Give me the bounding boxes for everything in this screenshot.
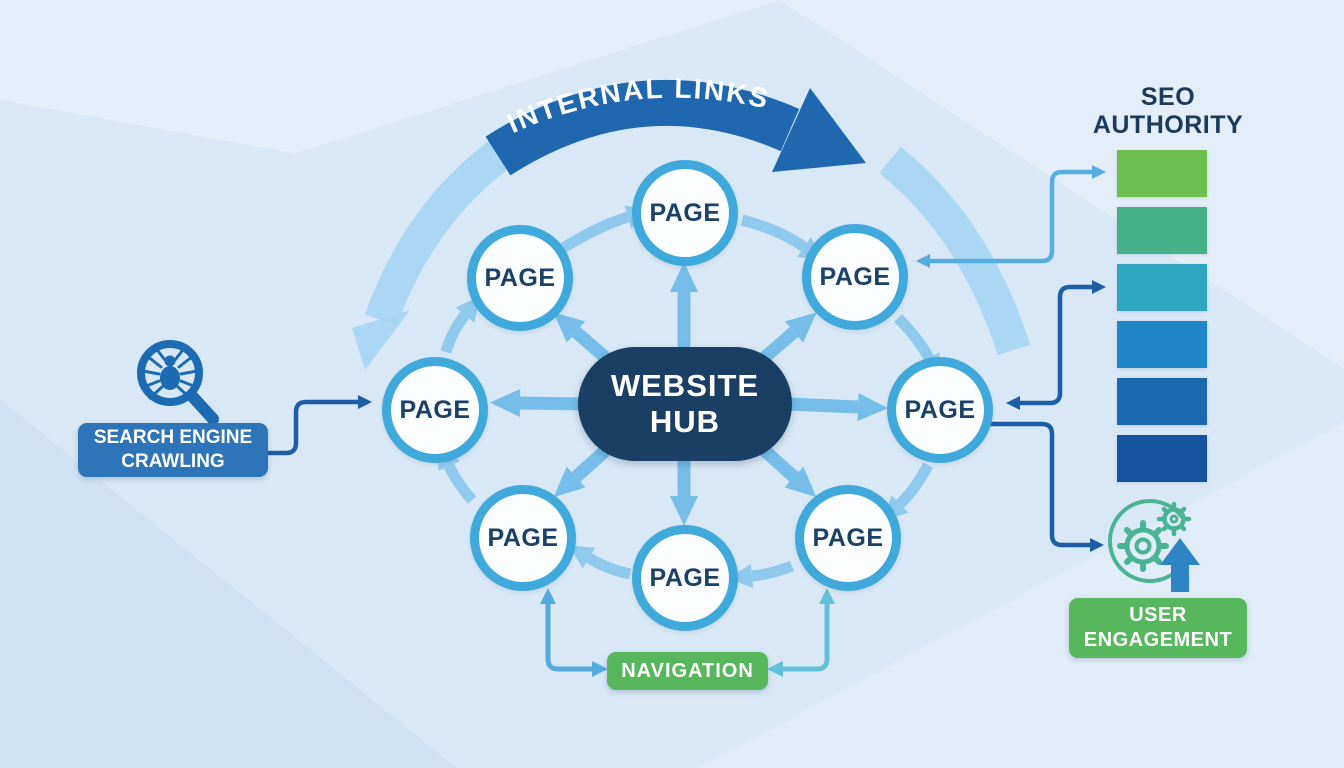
- page-node-left: PAGE: [382, 357, 488, 463]
- navigation-label: NAVIGATION: [607, 652, 768, 690]
- hub-label-line2: HUB: [649, 404, 721, 439]
- navigation-label-text: NAVIGATION: [621, 659, 754, 682]
- page-node-bottom-right: PAGE: [795, 485, 901, 591]
- outer-arc-arrowhead-icon: [352, 310, 410, 370]
- page-node-bottom-left: PAGE: [470, 485, 576, 591]
- seo-level-5: [1117, 378, 1207, 425]
- page-node-bottom: PAGE: [632, 525, 738, 631]
- seo-title-line2: AUTHORITY: [1092, 110, 1244, 139]
- hub-label-line1: WEBSITE: [610, 368, 760, 404]
- internal-links-banner: INTERNAL LINKS: [485, 73, 866, 176]
- banner-arrowhead-icon: [772, 88, 866, 172]
- page-node-top-right: PAGE: [802, 224, 908, 330]
- spider-magnifier-icon: [137, 340, 219, 425]
- connector-navigation-left: [540, 588, 608, 677]
- page-node-top-left: PAGE: [467, 225, 573, 331]
- page-node-right: PAGE: [887, 357, 993, 463]
- seo-title-line1: SEO: [1140, 83, 1196, 111]
- search-engine-crawling-label: SEARCH ENGINE CRAWLING: [78, 423, 268, 477]
- connector-page-to-seo-mid: [1006, 280, 1106, 410]
- search-label-line2: CRAWLING: [121, 451, 225, 472]
- connector-page-to-seo-top: [916, 165, 1106, 268]
- seo-level-4: [1117, 321, 1207, 368]
- user-engagement-label: USER ENGAGEMENT: [1069, 598, 1247, 658]
- seo-level-6: [1117, 435, 1207, 482]
- growth-up-arrow-icon: [1160, 538, 1200, 592]
- seo-level-2: [1117, 207, 1207, 254]
- ring-arrows: [438, 205, 941, 588]
- website-hub: WEBSITE HUB: [578, 347, 792, 461]
- radial-arrows: [490, 262, 888, 526]
- seo-authority-title: SEO AUTHORITY: [1086, 83, 1250, 139]
- search-label-line1: SEARCH ENGINE: [93, 427, 253, 449]
- user-label-line1: USER: [1129, 604, 1187, 626]
- connector-navigation-right: [767, 588, 835, 677]
- seo-level-1: [1117, 150, 1207, 197]
- page-node-top: PAGE: [632, 160, 738, 266]
- user-label-line2: ENGAGEMENT: [1083, 629, 1233, 651]
- connector-page-to-engagement: [990, 421, 1104, 552]
- connector-crawling-to-page: [268, 395, 372, 456]
- gears-icon: [1108, 499, 1200, 592]
- seo-level-3: [1117, 264, 1207, 311]
